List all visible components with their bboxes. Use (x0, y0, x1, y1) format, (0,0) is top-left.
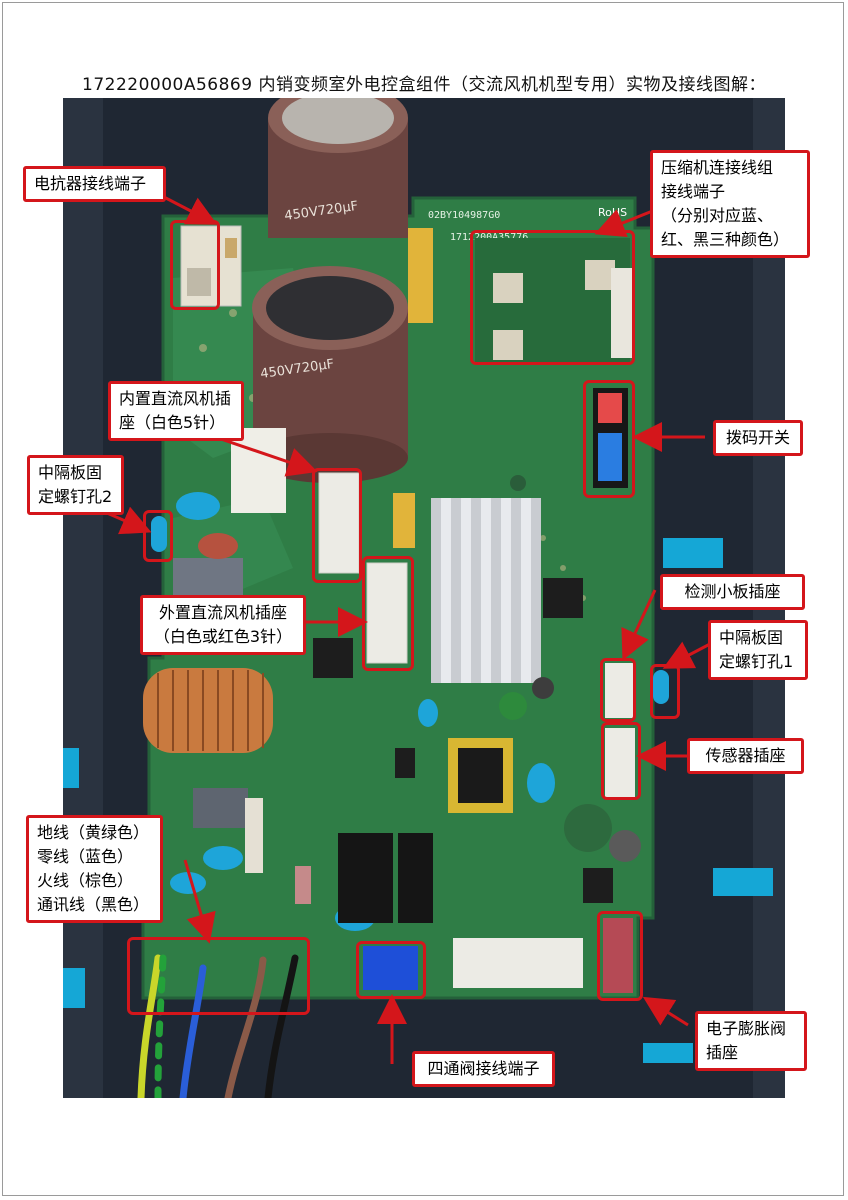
detect-socket-highlight (600, 658, 636, 722)
large-connector (453, 938, 583, 988)
heatsink (431, 498, 541, 683)
callout-screw-hole-1: 中隔板固 定螺钉孔1 (708, 620, 808, 680)
screw-hole-2-highlight (143, 510, 173, 562)
blue-clip (643, 1043, 693, 1063)
four-way-valve-terminal (363, 946, 418, 990)
wire-bundle (137, 954, 299, 1098)
blue-clip (713, 868, 773, 896)
detect-board-socket (605, 663, 633, 718)
blue-clip (63, 748, 79, 788)
compressor-terminal-highlight (470, 230, 635, 365)
exv-socket-highlight (597, 911, 643, 1001)
fuse (245, 798, 263, 873)
callout-internal-fan: 内置直流风机插 座（白色5针） (108, 381, 244, 441)
sensor-socket (605, 728, 635, 798)
wire-terminal-highlight (127, 937, 310, 1015)
callout-sensor-socket: 传感器插座 (687, 738, 804, 774)
capacitor-1: 450V720μF (268, 98, 408, 238)
callout-four-way-valve: 四通阀接线端子 (412, 1051, 555, 1087)
callout-exv-socket: 电子膨胀阀 插座 (695, 1011, 807, 1071)
silk-text: 02BY104987G0 (428, 210, 500, 221)
silk-text: 1712200A35776 (450, 232, 528, 243)
callout-dip-switch: 拨码开关 (713, 420, 803, 456)
relay (231, 428, 286, 513)
screw-hole-2 (151, 516, 167, 552)
callout-detect-socket: 检测小板插座 (660, 574, 805, 610)
exv-socket (603, 918, 633, 993)
inductor-coil (143, 668, 273, 753)
callout-reactor: 电抗器接线端子 (23, 166, 166, 202)
page-title: 172220000A56869 内销变频室外电控盒组件（交流风机机型专用）实物及… (82, 75, 766, 95)
blue-clip (663, 538, 723, 568)
callout-compressor: 压缩机连接线组 接线端子 （分别对应蓝、 红、黑三种颜色） (650, 150, 810, 258)
screw-hole-1 (653, 670, 669, 704)
callout-external-fan: 外置直流风机插座 （白色或红色3针） (140, 595, 306, 655)
yellow-capacitor (408, 228, 433, 323)
callout-wire-colors: 地线（黄绿色） 零线（蓝色） 火线（棕色） 通讯线（黑色） (26, 815, 163, 923)
external-fan-socket (366, 562, 408, 664)
callout-screw-hole-2: 中隔板固 定螺钉孔2 (27, 455, 124, 515)
internal-fan-socket (318, 472, 360, 574)
internal-fan-highlight (312, 468, 362, 583)
blue-clip (63, 968, 85, 1008)
